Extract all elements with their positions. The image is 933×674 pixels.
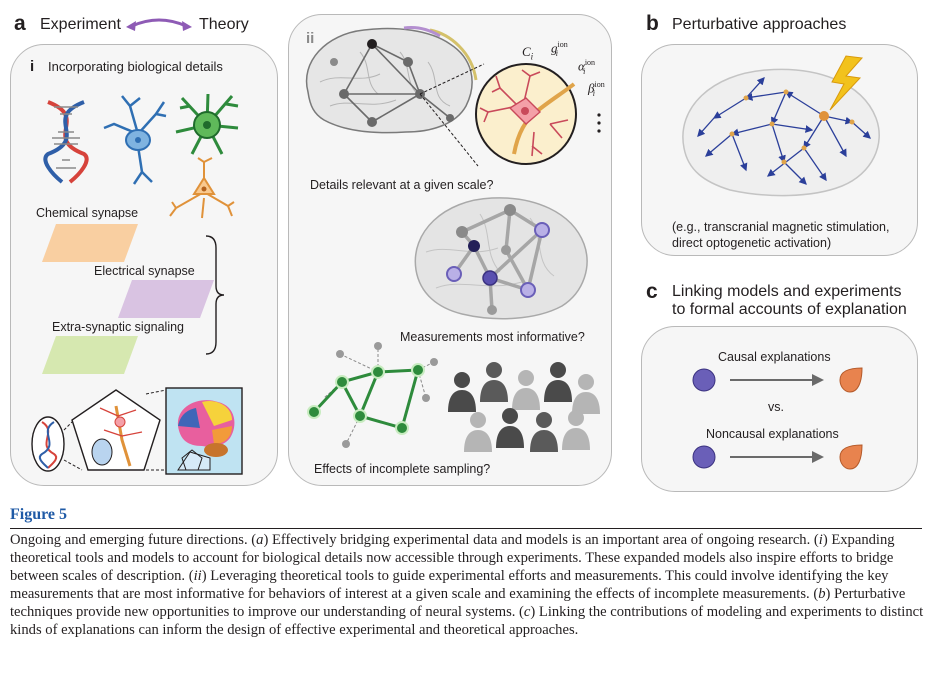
capacitance-label: Ci <box>522 44 534 62</box>
neuron-orange-icon <box>169 157 235 219</box>
extra-synaptic-shape <box>42 336 138 374</box>
conductance-label: gioni <box>551 40 568 58</box>
neuron-blue-icon <box>103 95 167 185</box>
causal-explanations-label: Causal explanations <box>718 350 831 364</box>
perturbation-brain-graphic <box>682 55 880 197</box>
theory-label: Theory <box>199 16 249 33</box>
electrical-synapse-shape <box>118 280 214 318</box>
chemical-synapse-label: Chemical synapse <box>36 206 139 220</box>
scale-bridging-graphic <box>31 387 243 475</box>
single-neuron-zoom-graphic <box>475 63 577 165</box>
causal-diagram <box>692 367 863 393</box>
panel-c-letter: c <box>646 280 658 303</box>
alpha-rate-label: αioni <box>578 58 596 76</box>
vs-label: vs. <box>768 400 784 414</box>
measurement-brain-graphic <box>414 197 588 320</box>
dna-icon <box>43 100 89 184</box>
caption-rule <box>10 528 922 529</box>
figure-caption: Ongoing and emerging future directions. … <box>10 532 924 638</box>
vertical-ellipsis-icon <box>597 113 601 133</box>
experiment-label: Experiment <box>40 16 121 33</box>
bidirectional-arrow-icon <box>126 18 192 31</box>
measurements-informative-label: Measurements most informative? <box>400 330 585 344</box>
zoom-dashed-lines <box>419 63 485 167</box>
panel-b-letter: b <box>646 12 659 35</box>
sub-panel-i-numeral: i <box>30 58 35 75</box>
incomplete-sampling-label: Effects of incomplete sampling? <box>314 462 491 476</box>
chemical-synapse-shape <box>42 224 138 262</box>
panel-c-box <box>641 326 918 492</box>
noncausal-explanations-label: Noncausal explanations <box>706 427 839 441</box>
figure-label: Figure 5 <box>10 506 68 523</box>
sub-panel-ii-numeral: ii <box>306 30 315 47</box>
extra-synaptic-label: Extra-synaptic signaling <box>52 320 185 334</box>
linking-title-line2: to formal accounts of explanation <box>672 301 907 318</box>
linking-title-line1: Linking models and experiments <box>672 283 902 300</box>
perturbation-note-line2: direct optogenetic activation) <box>672 236 832 250</box>
perturbative-title: Perturbative approaches <box>672 16 847 33</box>
sub-panel-i-title: Incorporating biological details <box>48 59 223 74</box>
details-relevant-label: Details relevant at a given scale? <box>310 178 494 192</box>
grouping-brace <box>205 235 225 355</box>
population-silhouettes-graphic <box>448 362 600 452</box>
beta-rate-label: βioni <box>588 80 605 98</box>
panel-a-letter: a <box>14 12 26 35</box>
noncausal-diagram <box>692 444 863 470</box>
incomplete-network-graphic <box>307 342 438 448</box>
astrocyte-green-icon <box>175 93 239 155</box>
perturbation-note-line1: (e.g., transcranial magnetic stimulation… <box>672 220 890 234</box>
electrical-synapse-label: Electrical synapse <box>94 264 195 278</box>
